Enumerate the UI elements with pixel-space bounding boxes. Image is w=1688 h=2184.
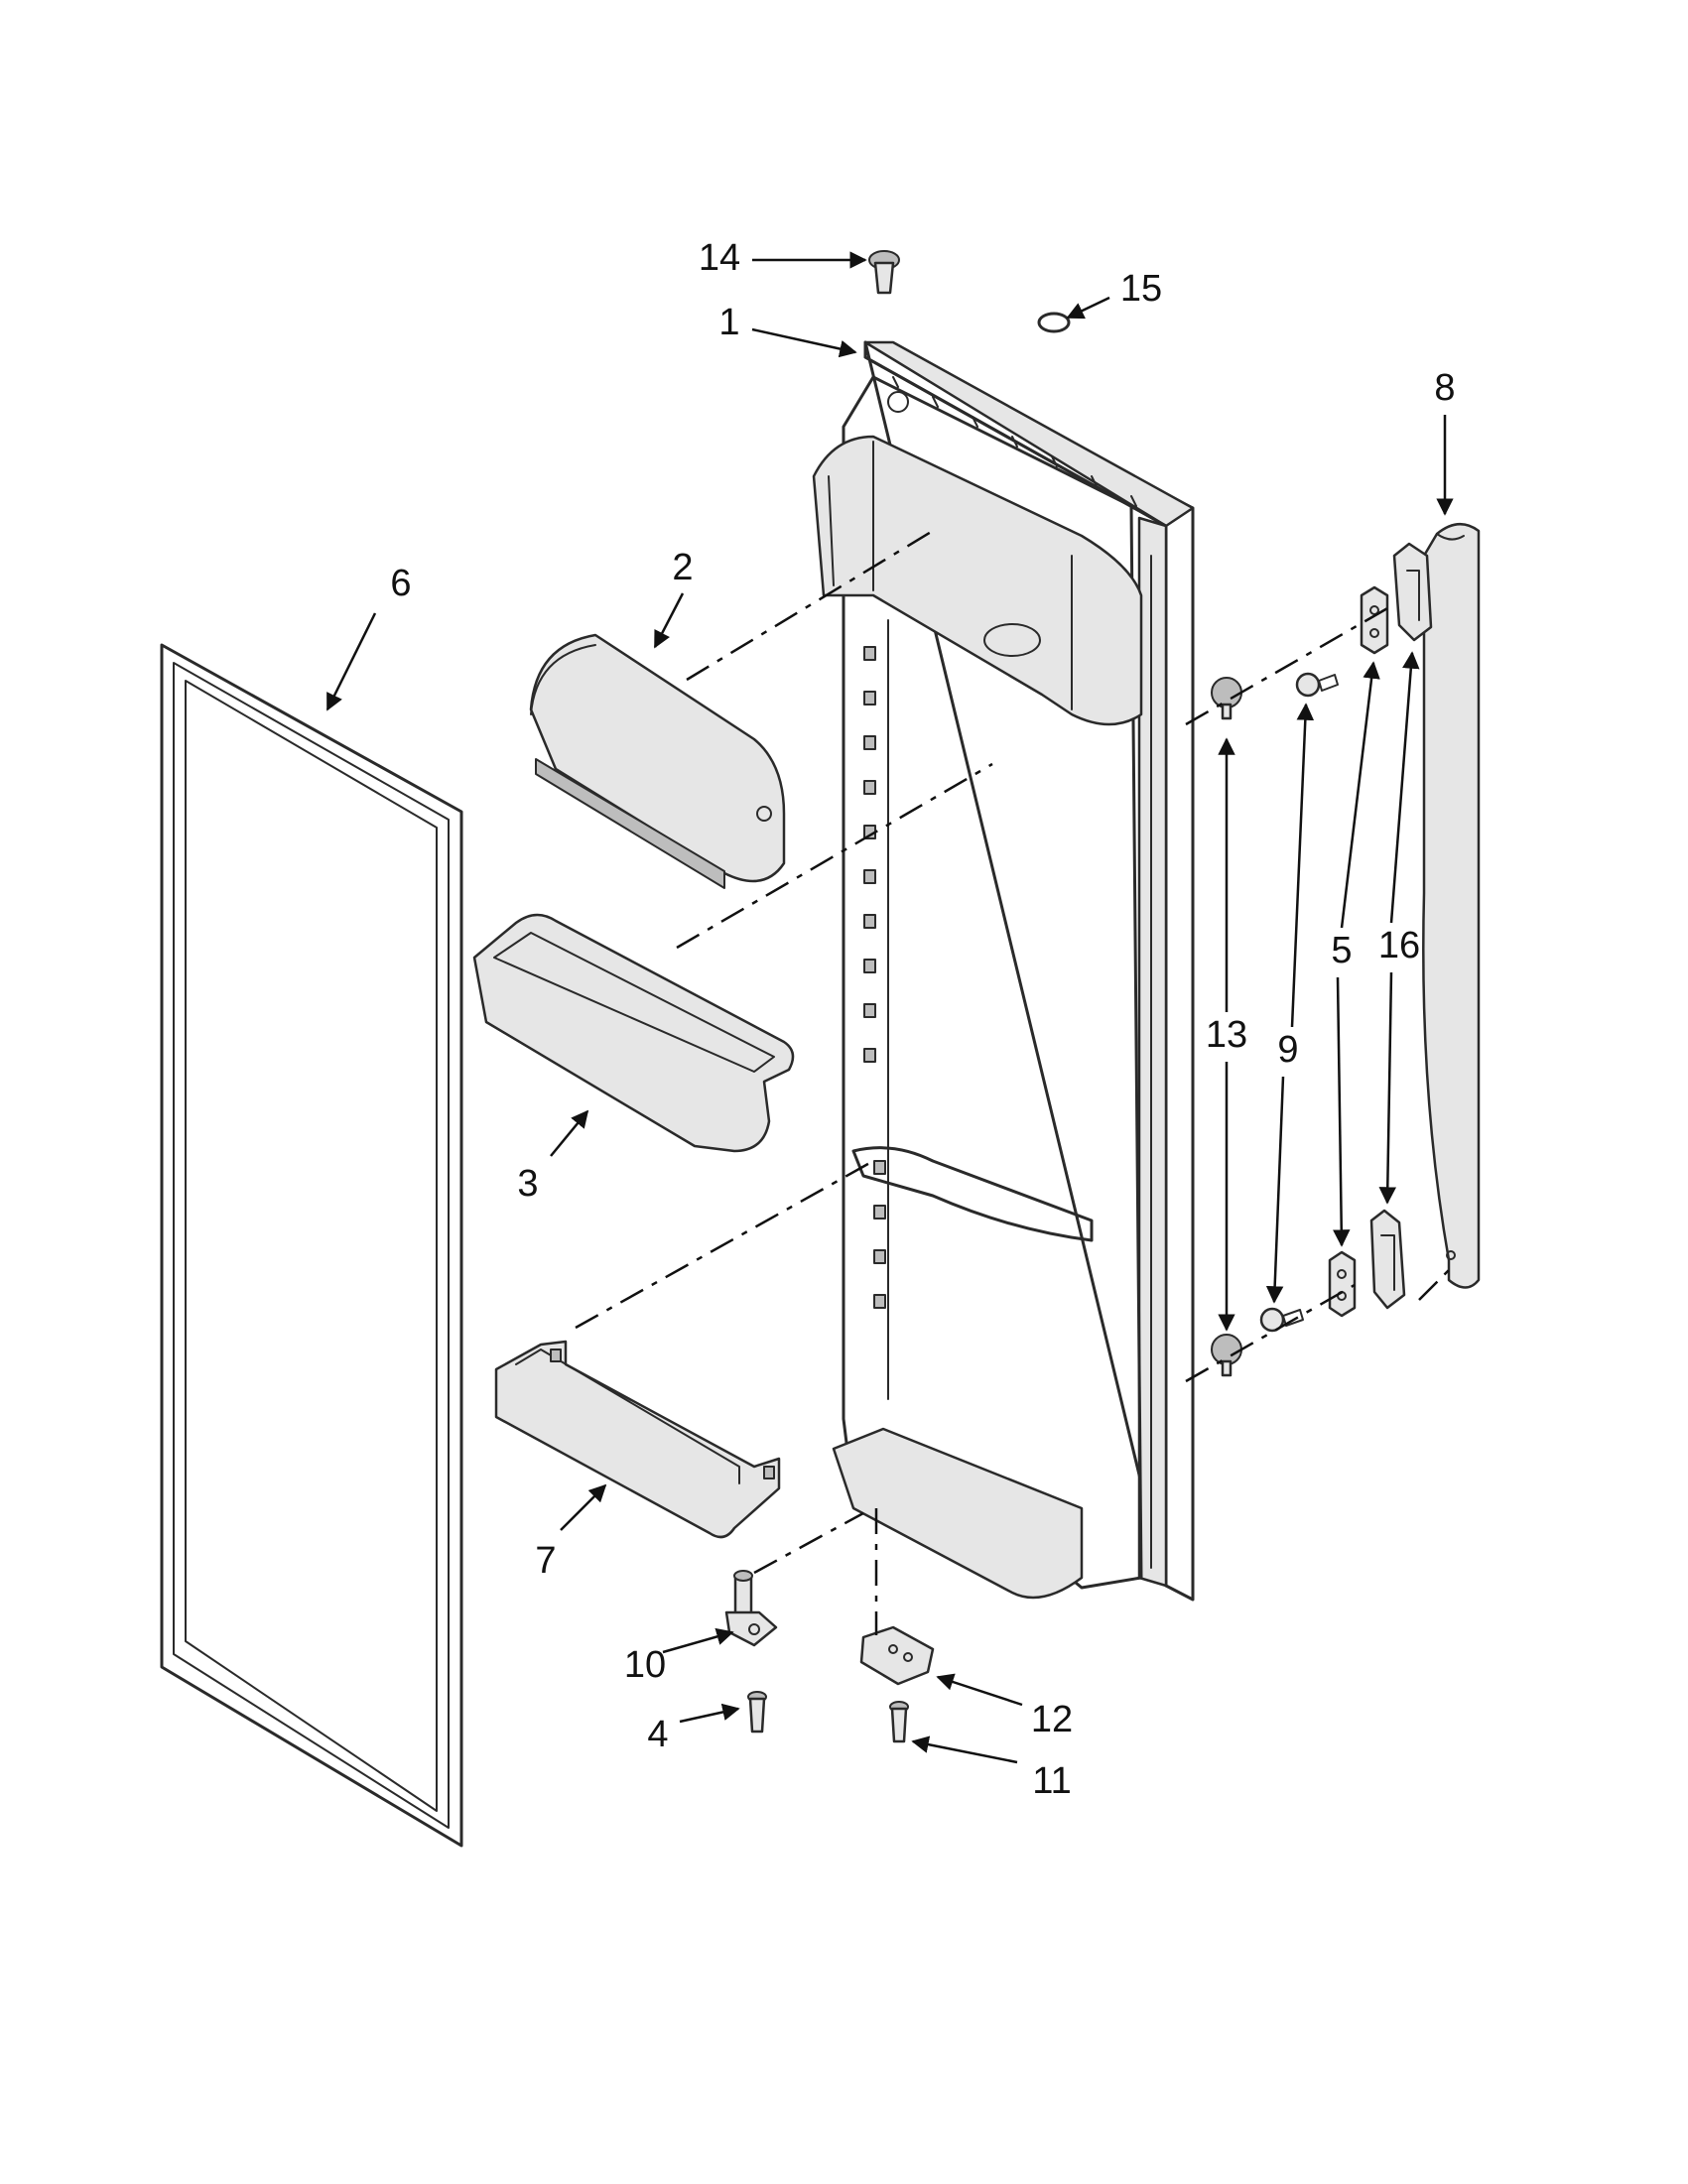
assembly-lines (575, 529, 1450, 1635)
handle-cap-upper (1392, 542, 1433, 642)
shelf-bosses (863, 646, 886, 1309)
dairy-door (529, 633, 786, 889)
handle-screw-upper (1295, 672, 1339, 698)
mounting-stud-lower (1211, 1334, 1242, 1377)
callout-4: 4 (647, 1714, 668, 1755)
handle-bracket-upper (1360, 585, 1389, 655)
handle-bracket-lower (1328, 1250, 1357, 1318)
callout-14: 14 (699, 237, 740, 279)
callout-12: 12 (1031, 1699, 1073, 1740)
callout-13: 13 (1206, 1014, 1247, 1056)
handle-cap-lower (1369, 1209, 1406, 1310)
callout-16: 16 (1378, 925, 1420, 966)
door-bin (472, 913, 795, 1153)
callout-10: 10 (624, 1644, 666, 1686)
handle-screw-lower (1259, 1307, 1304, 1333)
callout-labels: 14 15 1 8 6 2 16 5 9 13 3 7 10 12 4 11 (390, 237, 1455, 1802)
callout-8: 8 (1434, 367, 1455, 409)
lower-door-shelf (494, 1340, 781, 1539)
hinge-pin (724, 1570, 778, 1647)
callout-15: 15 (1120, 268, 1162, 310)
callout-5: 5 (1331, 930, 1352, 971)
door-gasket (160, 643, 463, 1848)
callout-7: 7 (535, 1540, 556, 1582)
leader-arrows (325, 251, 1454, 1764)
hinge-screw (747, 1691, 767, 1734)
bracket-screw (889, 1701, 909, 1743)
hinge-bracket (859, 1625, 935, 1686)
washer (1037, 312, 1071, 333)
door-handle (1422, 523, 1481, 1289)
callout-3: 3 (517, 1163, 538, 1205)
door-liner (812, 340, 1195, 1602)
callout-11: 11 (1032, 1760, 1071, 1802)
callout-2: 2 (672, 547, 693, 588)
hinge-bushing (868, 250, 900, 295)
callout-1: 1 (718, 302, 739, 343)
callout-9: 9 (1277, 1029, 1298, 1071)
callout-6: 6 (390, 563, 411, 604)
mounting-stud-upper (1211, 677, 1242, 720)
